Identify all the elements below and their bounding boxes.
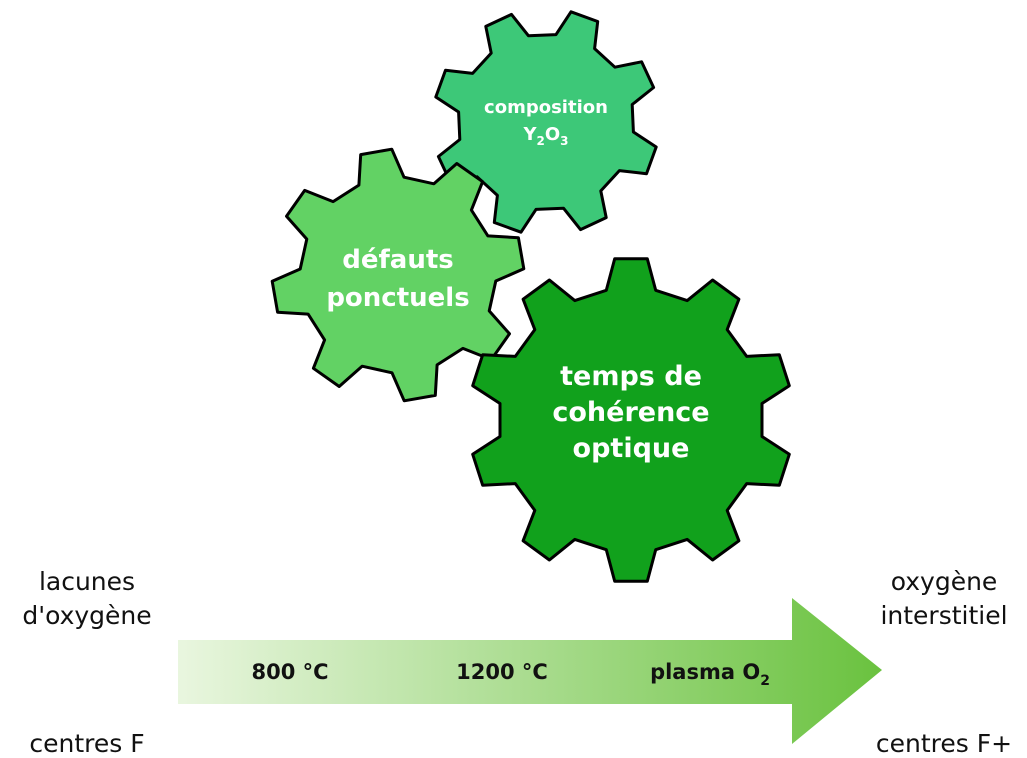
- arrow-label-plasma: plasma O2: [650, 660, 770, 689]
- gear-temps-label-line3: optique: [573, 433, 690, 464]
- gear-defauts-ponctuels: [270, 147, 526, 403]
- gear-composition: [434, 10, 658, 234]
- left-top-label-line1: lacunes: [39, 567, 135, 596]
- left-bottom-label: centres F: [29, 729, 144, 758]
- right-top-label-line1: oxygène: [891, 567, 998, 596]
- arrow-label-800: 800 °C: [251, 660, 328, 684]
- gear-temps-label-line2: cohérence: [552, 397, 709, 428]
- gear-composition-label-line2: Y2O3: [522, 124, 568, 148]
- gear-temps-de-coherence: [471, 257, 791, 583]
- gear-defauts-label-line2: ponctuels: [326, 283, 469, 313]
- process-arrow: [178, 598, 882, 744]
- right-top-label-line2: interstitiel: [880, 601, 1007, 630]
- right-bottom-label: centres F+: [876, 729, 1012, 758]
- gear-defauts-label-line1: défauts: [342, 245, 454, 275]
- gear-composition-label-line1: composition: [484, 97, 608, 118]
- arrow-label-1200: 1200 °C: [456, 660, 548, 684]
- gear-temps-label-line1: temps de: [560, 361, 702, 392]
- left-top-label-line2: d'oxygène: [22, 601, 151, 630]
